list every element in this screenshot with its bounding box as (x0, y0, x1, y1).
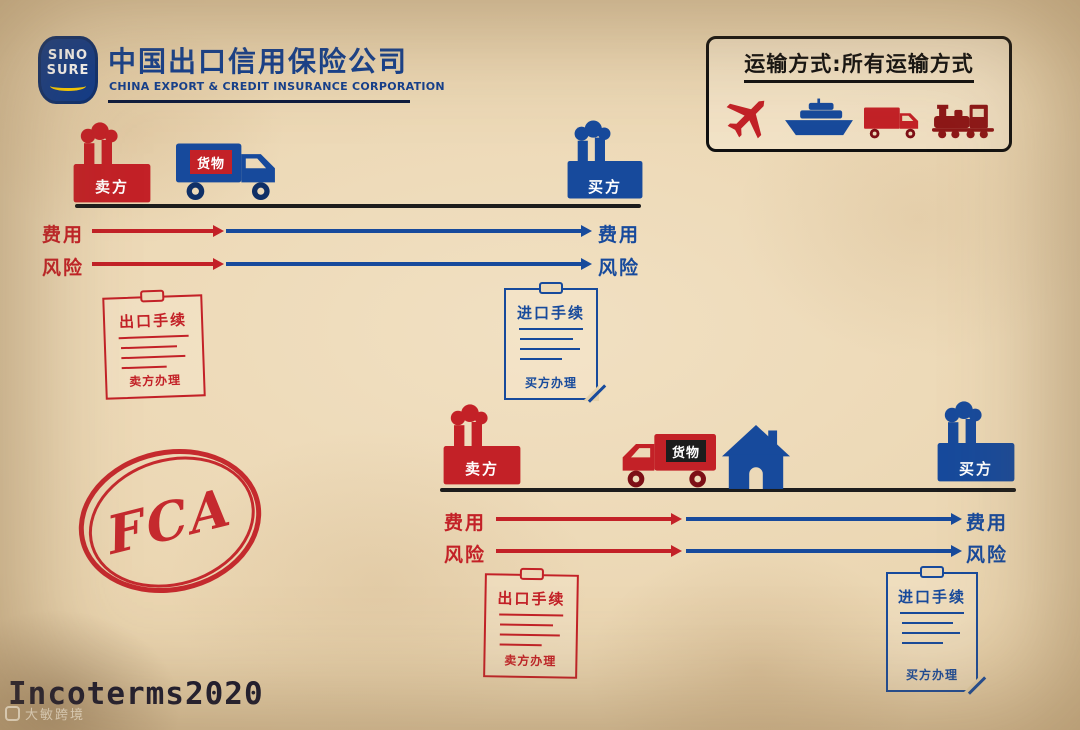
diagram2-seller-factory: 卖方 (442, 404, 522, 488)
doc-text-line (122, 365, 167, 370)
diagram2-cost-label-right: 费用 (966, 512, 1009, 534)
buyer-label: 买方 (958, 460, 993, 478)
watermark-text: 大敏跨境 (25, 708, 86, 723)
doc-clip-icon (140, 289, 165, 303)
doc-text-line (500, 633, 560, 637)
import-doc-title: 进口手续 (897, 588, 966, 606)
export-doc-handler: 卖方办理 (504, 653, 557, 669)
watermark-logo-icon (5, 706, 20, 721)
seller-label: 卖方 (464, 460, 499, 478)
folded-corner-icon (582, 384, 599, 401)
doc-text-line (520, 348, 580, 350)
transport-icons-row (709, 91, 1009, 141)
doc-clip-icon (920, 566, 944, 578)
company-name-cn: 中国出口信用保险公司 (108, 45, 409, 78)
incoterms-title: Incoterms2020 (8, 676, 264, 712)
diagram2-cost-arrow-buyer (686, 517, 952, 521)
diagram1-cost-label-right: 费用 (598, 224, 641, 246)
doc-text-line (121, 354, 186, 360)
export-doc-handler: 卖方办理 (128, 373, 182, 389)
diagram1-risk-arrow-buyer (226, 262, 582, 266)
doc-text-line (902, 632, 961, 634)
diagram1-ground-line (75, 204, 641, 208)
diagram2-cost-label-left: 费用 (444, 512, 487, 534)
folded-corner-icon (962, 676, 979, 693)
diagram2-import-doc: 进口手续 买方办理 (886, 566, 979, 693)
watermark: 大敏跨境 (5, 704, 85, 723)
doc-text-line (520, 358, 562, 360)
doc-text-line (500, 643, 542, 647)
diagram2-risk-arrow-seller (496, 549, 672, 553)
diagram2-truck: 货物 (616, 428, 716, 490)
doc-text-line (520, 338, 573, 340)
diagram1-risk-label-right: 风险 (598, 257, 641, 279)
diagram2-risk-arrow-buyer (686, 549, 952, 553)
diagram1-cost-arrow-seller (92, 229, 214, 233)
fca-stamp: FCA (64, 430, 277, 612)
buyer-label: 买方 (587, 178, 622, 196)
diagram1-risk-label-left: 风险 (42, 257, 85, 279)
diagram1-cost-arrow-buyer (226, 229, 582, 233)
doc-text-line (902, 622, 954, 624)
doc-rule (119, 334, 189, 340)
cargo-label: 货物 (666, 440, 706, 462)
doc-rule (518, 328, 584, 330)
airplane-icon (726, 100, 765, 139)
doc-text-line (121, 345, 178, 350)
cargo-label: 货物 (190, 150, 232, 174)
doc-rule (498, 613, 564, 617)
seller-label: 卖方 (94, 178, 129, 196)
transport-mode-box: 运输方式:所有运输方式 (706, 36, 1012, 152)
diagram2-buyer-factory: 买方 (936, 398, 1016, 488)
diagram1-risk-arrow-seller (92, 262, 214, 266)
logo-line1: SINO (47, 47, 89, 63)
ship-icon (785, 98, 854, 136)
import-doc-title: 进口手续 (516, 304, 585, 322)
diagram1-cost-label-left: 费用 (42, 224, 85, 246)
sinosure-logo: SINO SURE (38, 36, 98, 104)
doc-text-line (902, 642, 943, 644)
export-doc-title: 出口手续 (118, 310, 188, 332)
diagram1-export-doc: 出口手续 卖方办理 (102, 289, 206, 400)
diagram1-seller-factory: 卖方 (72, 122, 152, 206)
diagram2-risk-label-left: 风险 (444, 544, 487, 566)
diagram2-cost-arrow-seller (496, 517, 672, 521)
diagram1-import-doc: 进口手续 买方办理 (504, 282, 599, 401)
doc-clip-icon (519, 567, 545, 581)
doc-text-line (500, 623, 553, 627)
import-doc-handler: 买方办理 (905, 668, 958, 682)
diagram2-warehouse-house (722, 424, 790, 490)
stamp-label: FCA (102, 475, 238, 567)
logo-swoosh-icon (50, 81, 86, 92)
diagram2-export-doc: 出口手续 卖方办理 (483, 567, 579, 679)
doc-clip-icon (539, 282, 563, 294)
transport-mode-title: 运输方式:所有运输方式 (709, 48, 1009, 83)
diagram1-truck: 货物 (176, 134, 282, 206)
import-doc-handler: 买方办理 (524, 376, 577, 390)
diagram1-buyer-factory: 买方 (566, 116, 644, 206)
train-icon (931, 104, 994, 139)
diagram2-risk-label-right: 风险 (966, 544, 1009, 566)
logo-line2: SURE (46, 62, 90, 78)
diagram2-ground-line (440, 488, 1016, 492)
export-doc-title: 出口手续 (497, 589, 566, 609)
header-underline (108, 100, 410, 103)
company-name-en: CHINA EXPORT & CREDIT INSURANCE CORPORAT… (109, 80, 445, 93)
truck-icon (863, 107, 918, 139)
doc-rule (900, 612, 964, 614)
